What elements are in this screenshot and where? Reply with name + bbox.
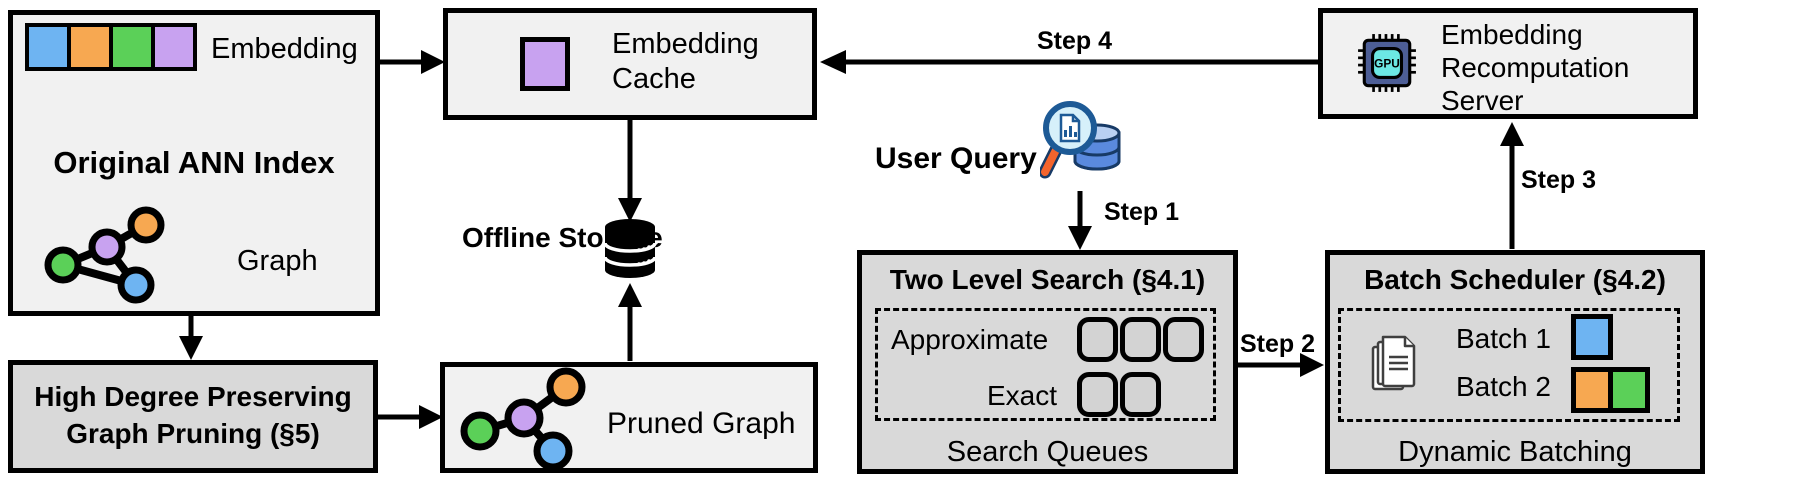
embedding-vector-icon (25, 23, 197, 71)
arrow-pruned-graph-to-storage (618, 283, 642, 361)
queue-slot (1163, 317, 1204, 362)
dynamic-batching-footer: Dynamic Batching (1398, 436, 1632, 468)
arrow-pruning-to-pruned-graph (378, 405, 443, 429)
embedding-cell-blue (29, 27, 67, 67)
queue-slot (1120, 372, 1161, 417)
offline-storage-database-icon (603, 219, 657, 278)
batch2-label: Batch 2 (1456, 371, 1551, 402)
ann-index-title: Original ANN Index (53, 145, 335, 180)
gpu-chip-icon: GPU (1358, 34, 1416, 92)
queue-slot (1077, 317, 1118, 362)
batch1-query-square-blue (1571, 314, 1613, 360)
gpu-text: GPU (1374, 57, 1400, 71)
arrow-ann-to-cache (380, 50, 445, 74)
original-ann-index-box: Embedding Original ANN Index Graph (8, 10, 380, 316)
step3-label: Step 3 (1521, 166, 1597, 194)
step4-label: Step 4 (1037, 27, 1113, 55)
documents-icon (1371, 335, 1416, 391)
exact-queue-slots (1077, 372, 1161, 417)
two-level-search-box: Two Level Search (§4.1) Approximate Exac… (857, 250, 1238, 474)
embedding-cell-green (113, 27, 151, 67)
pruned-graph-icon (460, 367, 586, 468)
arrow-ann-to-pruning (179, 314, 203, 360)
queue-slot (1077, 372, 1118, 417)
embedding-cell-purple (155, 27, 193, 67)
graph-pruning-box: High Degree Preserving Graph Pruning (§5… (8, 360, 378, 473)
batch1-label: Batch 1 (1456, 323, 1551, 354)
graph-icon (44, 206, 165, 304)
recomputation-server-box: GPU Embedding Recomputation Server (1318, 8, 1698, 119)
embedding-cell-orange (71, 27, 109, 67)
batch-scheduler-box: Batch Scheduler (§4.2) Batch 1 Batch 2 (1325, 250, 1705, 474)
embedding-cache-label: Embedding Cache (612, 28, 759, 95)
batch2-query-squares (1571, 367, 1650, 413)
batch2-query-square-orange (1571, 367, 1613, 413)
arrow-step1-query-to-search (1068, 191, 1092, 250)
two-level-search-title: Two Level Search (§4.1) (889, 264, 1206, 295)
pruned-graph-label: Pruned Graph (607, 407, 796, 440)
graph-pruning-label: High Degree Preserving Graph Pruning (§5… (34, 381, 352, 449)
exact-queue-label: Exact (987, 380, 1058, 411)
graph-label: Graph (237, 245, 318, 277)
embedding-label: Embedding (211, 33, 358, 65)
search-queues-footer: Search Queues (946, 436, 1149, 468)
arrow-cache-to-storage (618, 119, 642, 222)
dynamic-batching-panel: Batch 1 Batch 2 (1338, 308, 1680, 422)
queue-slot (1120, 317, 1161, 362)
batch2-query-square-green (1608, 367, 1650, 413)
step2-label: Step 2 (1240, 330, 1316, 358)
user-query-label: User Query (875, 142, 1037, 175)
search-queues-panel: Approximate Exact (875, 308, 1216, 421)
user-query-search-icon (1040, 101, 1121, 179)
approximate-queue-label: Approximate (891, 324, 1049, 355)
batch-scheduler-title: Batch Scheduler (§4.2) (1364, 264, 1666, 295)
recomputation-server-label: Embedding Recomputation Server (1441, 19, 1630, 116)
approximate-queue-slots (1077, 317, 1204, 362)
pruned-graph-box: Pruned Graph (440, 362, 818, 473)
embedding-cache-box: Embedding Cache (443, 8, 817, 120)
cached-embedding-icon (520, 37, 570, 91)
step1-label: Step 1 (1104, 198, 1180, 226)
offline-storage-label: Offline Storage (462, 222, 663, 253)
